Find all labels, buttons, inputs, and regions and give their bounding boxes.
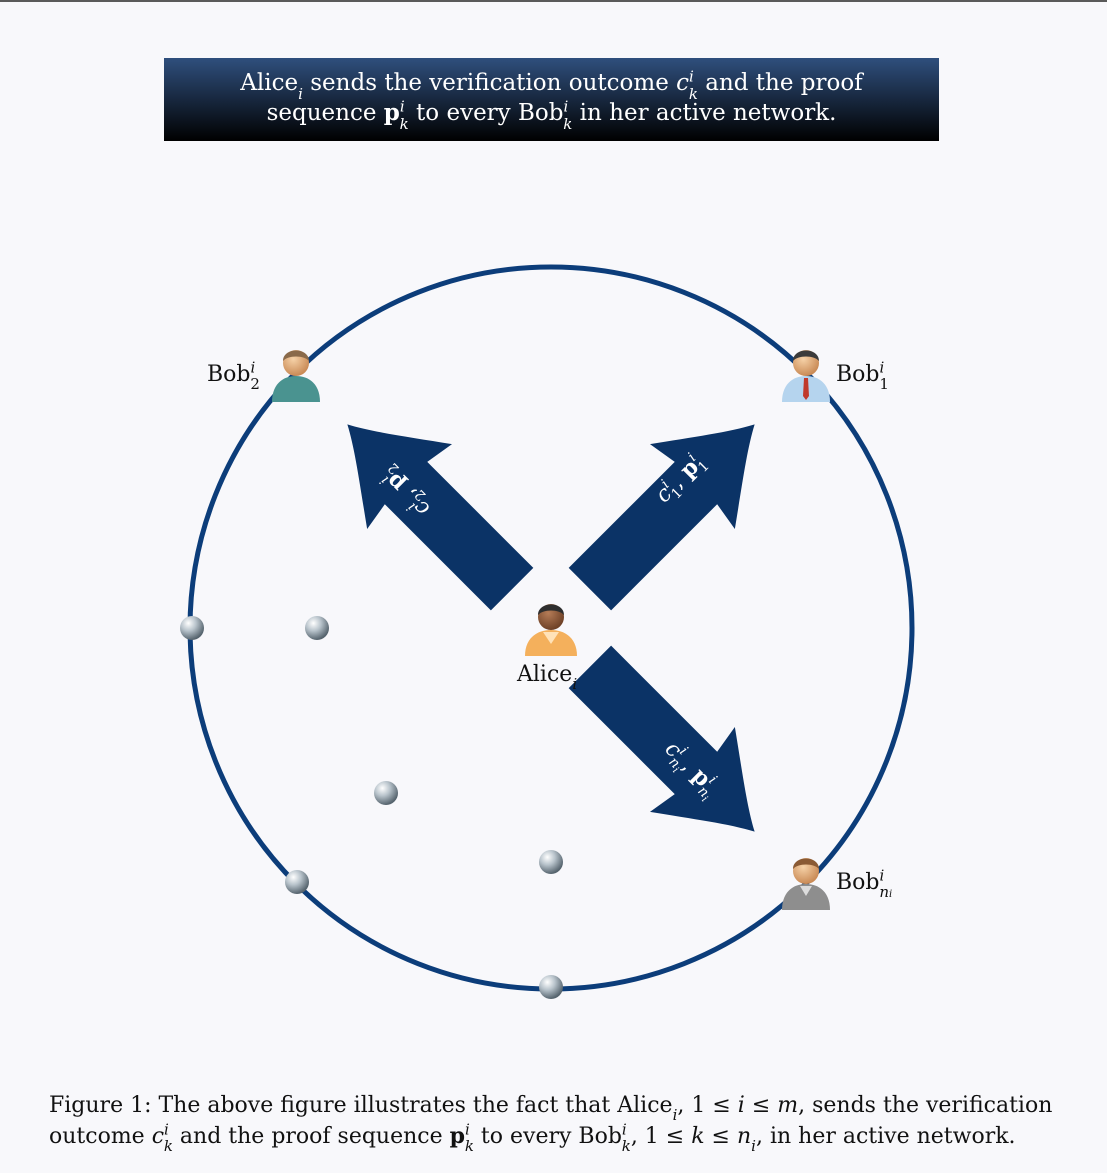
- sphere-icon: [285, 870, 309, 894]
- arrow-to-bob1: [568, 424, 755, 611]
- top-rule: [0, 0, 1107, 2]
- sphere-icon: [180, 616, 204, 640]
- banner: Alicei sends the verification outcome ci…: [164, 58, 939, 141]
- banner-line-2: sequence pik to every Bobik in her activ…: [266, 97, 837, 133]
- alice-person-icon: [525, 604, 577, 656]
- arrow-to-bob2: [347, 424, 534, 611]
- bob1-label: Bobi1: [836, 358, 889, 394]
- bobn-label: Bobini: [836, 866, 893, 902]
- bob-person-icon: [272, 350, 320, 402]
- sphere-icon: [539, 975, 563, 999]
- sphere-icon: [539, 850, 563, 874]
- banner-line-1: Alicei sends the verification outcome ci…: [240, 67, 863, 103]
- bob2-label: Bobi2: [207, 358, 260, 394]
- sphere-icon: [374, 781, 398, 805]
- arrow-to-bobn: [568, 645, 755, 832]
- arrow-label-bob1: ci1, pi1: [649, 447, 713, 510]
- alice-label: Alicei: [517, 662, 578, 694]
- figure-caption: Figure 1: The above figure illustrates t…: [49, 1093, 1053, 1156]
- sphere-icon: [305, 616, 329, 640]
- bob-person-icon: [782, 858, 830, 910]
- bob-person-icon: [782, 350, 830, 402]
- svg-text:ci1, pi1: ci1, pi1: [649, 447, 712, 510]
